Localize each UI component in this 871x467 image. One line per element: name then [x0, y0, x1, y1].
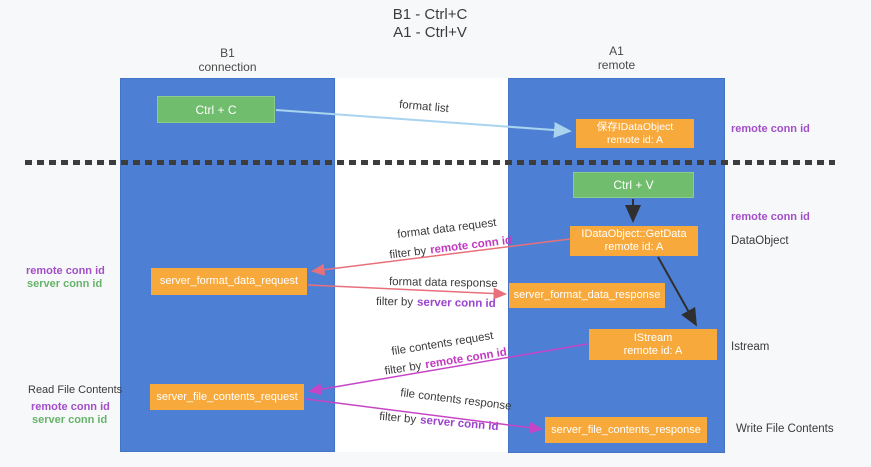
server-file-contents-response-label: server_file_contents_response [551, 423, 701, 436]
right-remote-conn-id-mid-label: remote conn id [731, 211, 810, 223]
getdata-line1: IDataObject::GetData [581, 228, 687, 240]
idataobject-getdata-box: IDataObject::GetData remote id: A [570, 226, 698, 256]
server-format-data-request-box: server_format_data_request [151, 268, 307, 295]
ctrl-v-label: Ctrl + V [613, 178, 654, 192]
left-remote-conn-id-label: remote conn id [26, 265, 105, 277]
istream-side-label: Istream [731, 341, 770, 353]
getdata-line2: remote id: A [604, 241, 664, 253]
diagram-title-line2: A1 - Ctrl+V [393, 24, 467, 41]
server-file-contents-request-label: server_file_contents_request [156, 390, 298, 403]
server-conn-id-text-1: server conn id [416, 296, 496, 311]
left-server-conn-id-label-2: server conn id [32, 414, 108, 426]
lifeline-a1-subtitle: remote [597, 58, 636, 72]
istream-box: IStream remote id: A [589, 329, 717, 360]
right-remote-conn-id-top-label: remote conn id [731, 123, 810, 135]
write-file-contents-label: Write File Contents [736, 423, 834, 435]
lifeline-a1-title: A1 [609, 44, 624, 58]
format-data-response-label: format data response [388, 276, 498, 290]
filter-by-text-2: filter by [375, 295, 414, 309]
server-file-contents-request-box: server_file_contents_request [150, 384, 304, 410]
save-idataobject-line2: remote id: A [606, 133, 664, 146]
lifeline-b1-subtitle: connection [198, 60, 257, 74]
diagram-title: B1 - Ctrl+C A1 - Ctrl+V [330, 6, 530, 42]
save-idataobject-box: 保存IDataObject remote id: A [576, 119, 694, 148]
server-format-data-request-label: server_format_data_request [159, 275, 299, 287]
istream-line2: remote id: A [623, 344, 683, 357]
machine-boundary-dashed-line [25, 160, 835, 165]
lifeline-a1-header: A1 remote [508, 44, 725, 72]
diagram-title-line1: B1 - Ctrl+C [392, 6, 468, 23]
dataobject-label: DataObject [731, 235, 789, 247]
ctrl-c-box: Ctrl + C [157, 96, 275, 123]
save-idataobject-line1: 保存IDataObject [596, 121, 674, 133]
left-remote-conn-id-label-2: remote conn id [31, 401, 110, 413]
istream-line1: IStream [633, 331, 673, 344]
server-format-data-response-label: server_format_data_response [513, 289, 661, 301]
ctrl-v-box: Ctrl + V [573, 172, 694, 198]
read-file-contents-label: Read File Contents [28, 384, 123, 396]
lifeline-b1-header: B1 connection [120, 46, 335, 74]
left-server-conn-id-label: server conn id [27, 278, 103, 290]
ctrl-c-label: Ctrl + C [195, 102, 237, 117]
lifeline-b1-title: B1 [220, 46, 235, 60]
server-file-contents-response-box: server_file_contents_response [545, 417, 707, 443]
server-format-data-response-box: server_format_data_response [509, 283, 665, 308]
